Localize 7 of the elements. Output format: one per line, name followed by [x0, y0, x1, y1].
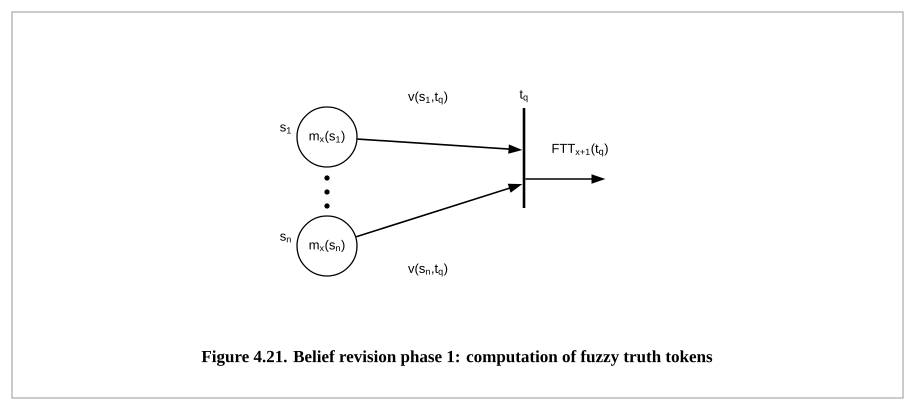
state-label: s$_{1}$: [280, 124, 291, 134]
edge-label: v(s$_{1}$,t$_{q}$): [407, 90, 449, 106]
state-label: s$_{n}$: [280, 234, 291, 242]
edge-label: FTT$_{x+1}$(t$_{q}$): [550, 142, 610, 158]
figure-caption: Figure 4.21. Belief revision phase 1: computation of fuzzy truth tokens: [202, 350, 712, 366]
state-label: t$_{q}$: [520, 90, 528, 102]
edge-label: v(s$_{n}$,t$_{q}$): [407, 262, 449, 278]
